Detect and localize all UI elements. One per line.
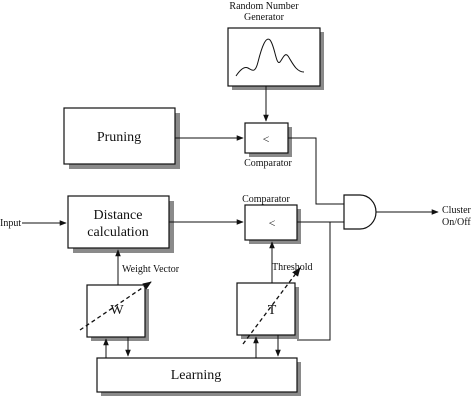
- rng-label-line1: Random Number: [229, 1, 299, 12]
- comparator-mid-symbol: <: [269, 216, 276, 230]
- weight-adjust-arrow: [79, 281, 152, 331]
- threshold-label: Threshold: [272, 262, 313, 273]
- threshold-adjust-arrow: [242, 267, 301, 345]
- pruning-block: Pruning: [63, 107, 180, 169]
- distance-label-line1: Distance: [94, 208, 143, 223]
- comparator-mid-block: Comparator <: [242, 194, 301, 244]
- weight-block: W: [79, 281, 152, 341]
- input-label: Input: [0, 218, 21, 229]
- comparator-feedback-wire: [297, 222, 331, 341]
- connections: [22, 86, 439, 358]
- weight-vector-label: Weight Vector: [122, 264, 180, 275]
- distance-calculation-block: Distance calculation: [67, 195, 174, 253]
- comparator-top-to-gate-wire: [288, 137, 344, 205]
- and-gate: [343, 194, 377, 230]
- comparator-top-symbol: <: [263, 132, 270, 146]
- distance-label-line2: calculation: [87, 225, 148, 240]
- output-label-line1: Cluster: [442, 205, 472, 216]
- threshold-block: T: [236, 267, 301, 345]
- random-number-generator-block: Random Number Generator: [227, 1, 324, 90]
- rng-label-line2: Generator: [244, 12, 285, 23]
- threshold-symbol: T: [268, 303, 277, 318]
- output-label-line2: On/Off: [442, 217, 471, 228]
- noise-waveform-icon: [235, 38, 305, 77]
- comparator-top-block: < Comparator: [244, 122, 293, 169]
- comparator-mid-label: Comparator: [242, 194, 290, 205]
- pruning-label: Pruning: [97, 130, 141, 145]
- learning-block: Learning: [96, 357, 301, 396]
- learning-label: Learning: [171, 368, 222, 383]
- weight-symbol: W: [110, 303, 124, 318]
- comparator-top-label: Comparator: [244, 158, 292, 169]
